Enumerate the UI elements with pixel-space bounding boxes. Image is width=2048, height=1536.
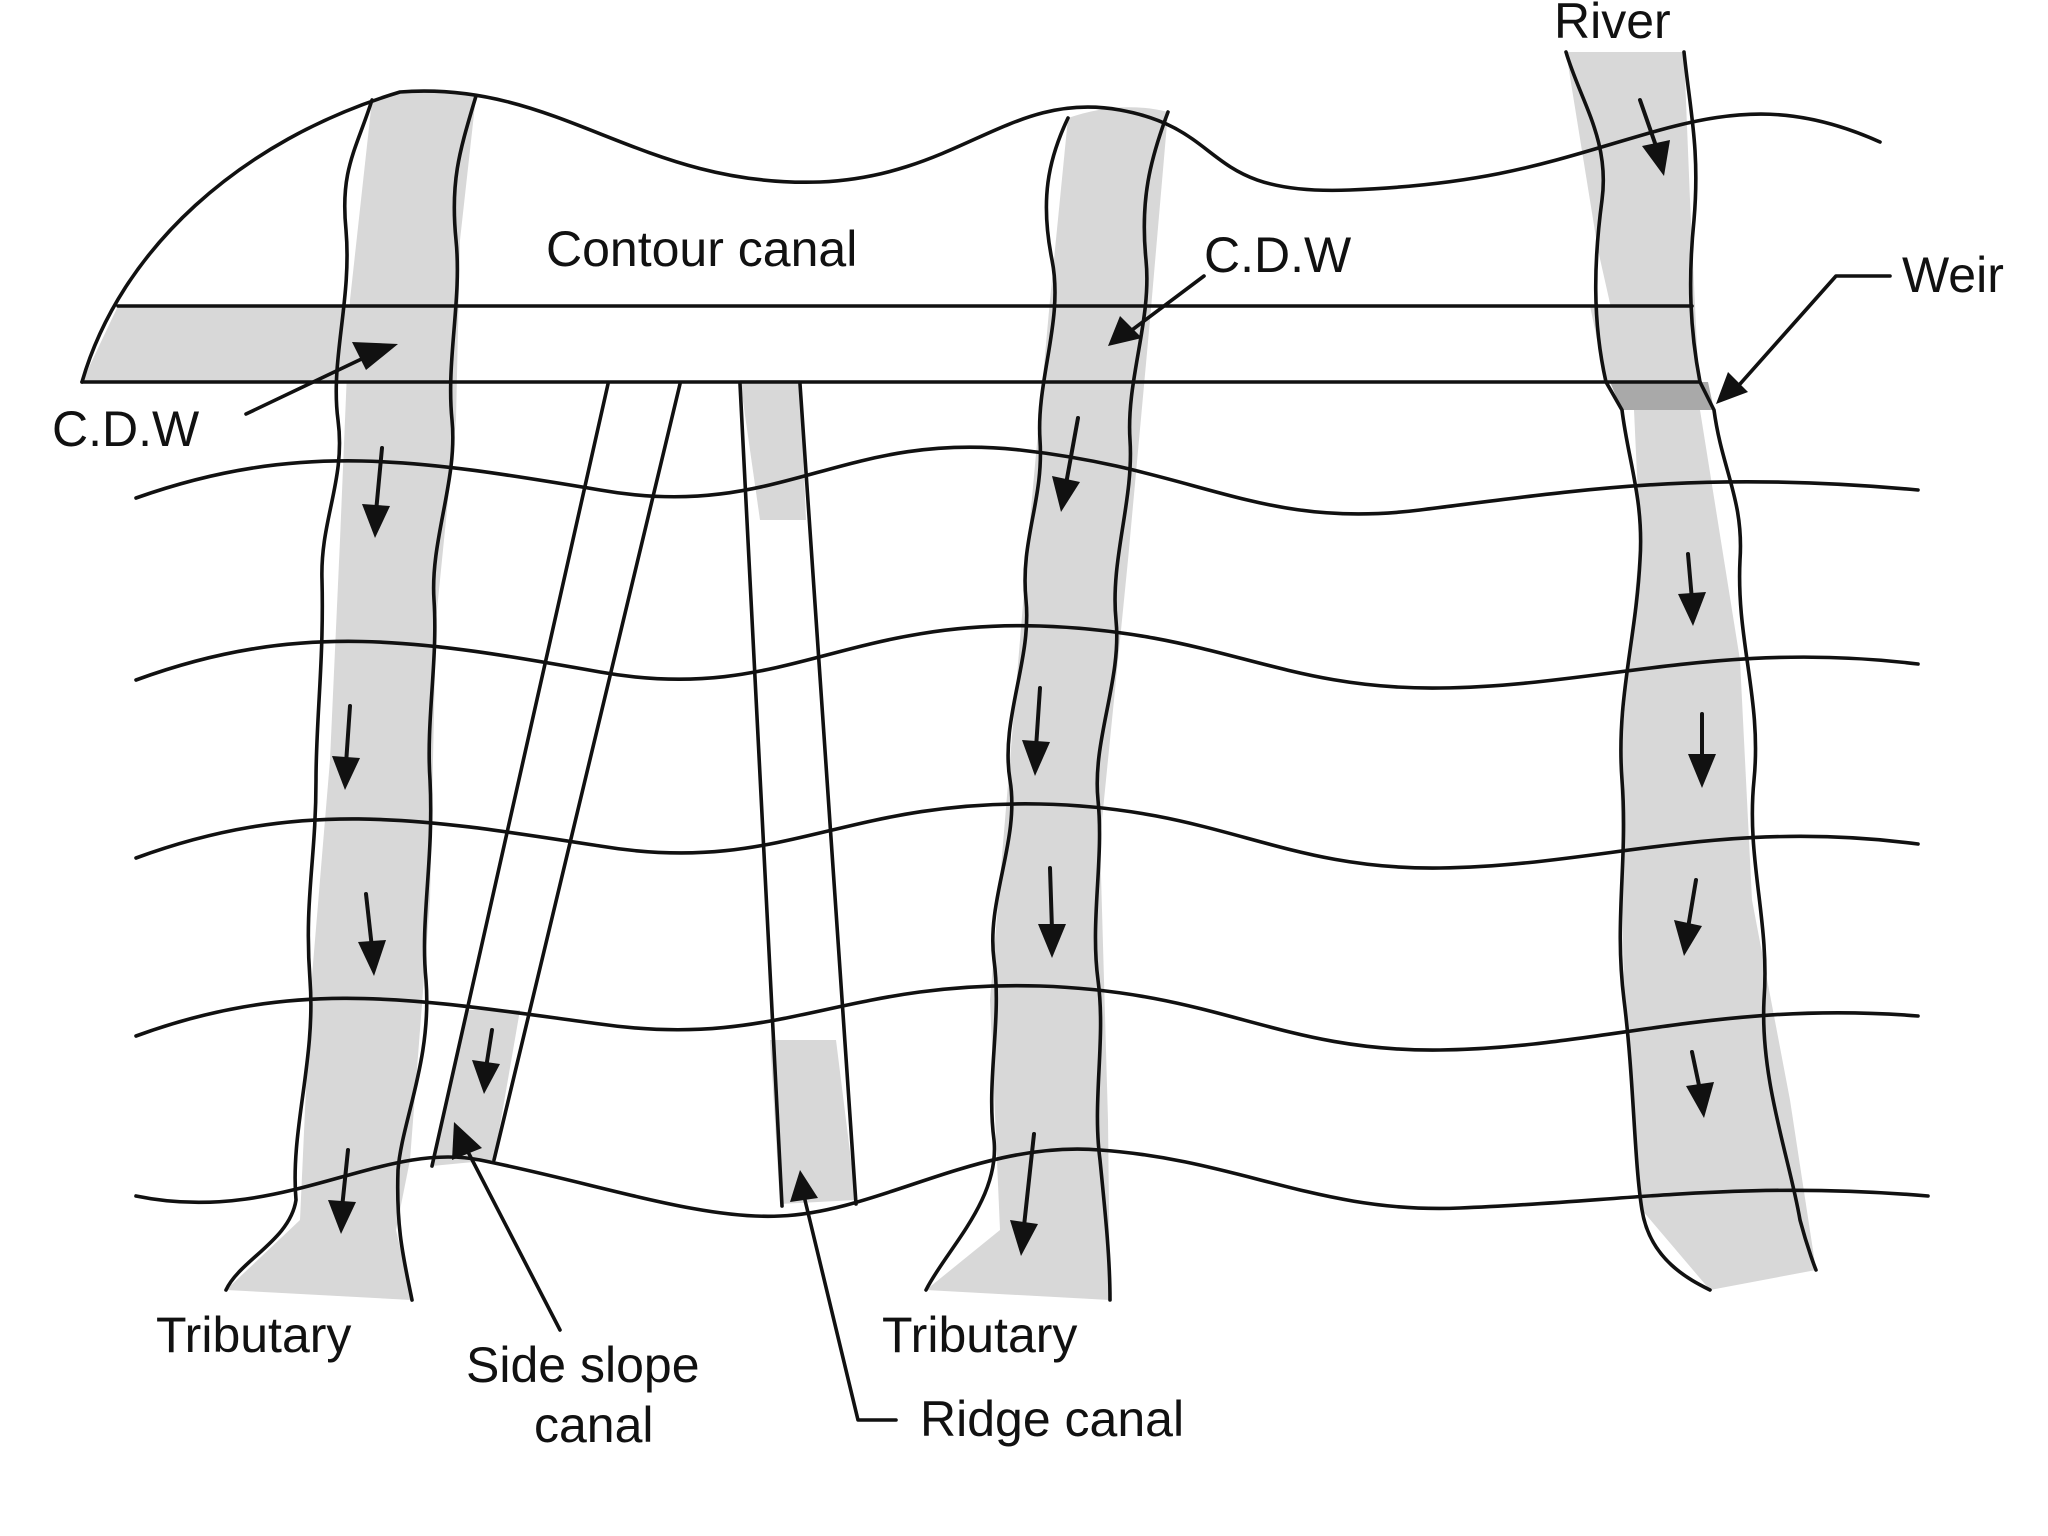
contour-line-4	[134, 983, 1920, 1052]
flow-arrows	[328, 98, 1716, 1256]
flow-arrow-icon	[1688, 712, 1716, 788]
ridge-canal-right-edge	[798, 382, 858, 1206]
flow-arrow-icon	[1638, 98, 1670, 176]
flow-arrow-icon	[328, 1148, 356, 1234]
tributary-left-label: Tributary	[156, 1307, 351, 1363]
flow-arrow-icon	[1022, 686, 1050, 776]
contour-canal-label: Contour canal	[546, 221, 857, 277]
flow-arrow-icon	[1674, 878, 1702, 956]
side-slope-canal-leader	[464, 1146, 562, 1332]
ridge-canal-leader	[802, 1194, 898, 1422]
cdw-left-leader	[244, 352, 374, 416]
contour-line-1	[134, 445, 1920, 516]
tributary-right-label: Tributary	[882, 1307, 1077, 1363]
ridge-canal-left-edge	[738, 382, 784, 1208]
side-slope-canal-right-edge	[492, 382, 682, 1162]
contour-line-2	[134, 623, 1920, 690]
left-tributary-left-bank	[224, 98, 374, 1292]
contour-line-5	[134, 1147, 1930, 1219]
river-left-bank	[1564, 50, 1712, 1292]
flow-arrow-icon	[1678, 552, 1706, 626]
flow-arrow-icon	[1010, 1132, 1038, 1256]
contour-canal-right-fill	[1590, 306, 1692, 382]
left-tributary-fill	[226, 90, 476, 1300]
middle-tributary-fill	[926, 107, 1168, 1301]
contour-line-3	[134, 802, 1920, 870]
side-slope-canal-label-line2: canal	[534, 1397, 654, 1453]
flow-arrow-icon	[362, 446, 390, 538]
ridge-canal-fill	[740, 380, 806, 520]
flow-arrow-icon	[1686, 1050, 1714, 1118]
flow-arrow-icon	[332, 704, 360, 790]
flow-arrow-icon	[358, 892, 386, 976]
flow-arrow-icon	[1038, 866, 1066, 958]
cdw-right-leader	[1130, 274, 1206, 332]
weir-label: Weir	[1902, 247, 2004, 303]
flow-arrow-icon	[1052, 416, 1080, 512]
ridge-canal-label: Ridge canal	[920, 1391, 1184, 1447]
cdw-left-label: C.D.W	[52, 401, 200, 457]
weir-fill	[1610, 382, 1714, 410]
side-slope-canal-left-edge	[430, 382, 610, 1168]
leader-lines	[244, 274, 1892, 1422]
river-right-bank	[1682, 50, 1818, 1272]
flow-arrow-icon	[472, 1028, 500, 1094]
cdw-right-label: C.D.W	[1204, 227, 1352, 283]
ridge-canal-lower-fill	[770, 1040, 856, 1204]
river-label: River	[1554, 0, 1671, 49]
upper-terrain-contour	[80, 89, 1882, 384]
middle-tributary-left-bank	[924, 116, 1070, 1292]
side-slope-canal-label-line1: Side slope	[466, 1337, 700, 1393]
weir-leader	[1738, 274, 1892, 386]
left-tributary-right-bank	[395, 94, 478, 1302]
middle-tributary-right-bank	[1093, 110, 1170, 1302]
